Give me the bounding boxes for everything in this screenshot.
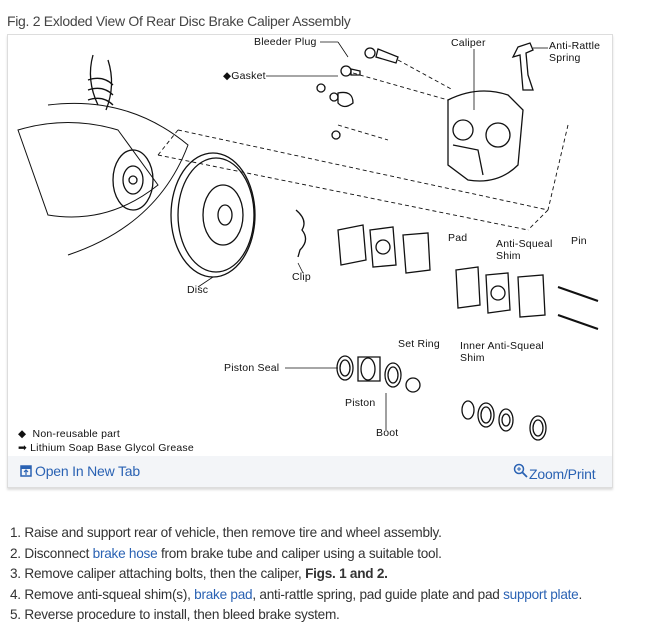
dashed-guides xyxy=(157,59,569,231)
label-anti-rattle-2: Spring xyxy=(549,52,581,64)
diamond-icon: ◆ xyxy=(18,428,27,440)
brake-hose-link[interactable]: brake hose xyxy=(92,545,158,561)
step-3: 3. Remove caliper attaching bolts, then … xyxy=(10,566,388,581)
step-2: 2. Disconnect brake hose from brake tube… xyxy=(10,545,442,561)
inner-pads xyxy=(455,266,546,318)
label-clip: Clip xyxy=(292,271,311,283)
arrow-icon: ➡ xyxy=(18,442,27,454)
piston-parts-center xyxy=(336,355,421,393)
label-inner-shim: Inner Anti-Squeal xyxy=(460,340,544,352)
disc-rotor xyxy=(170,152,256,288)
support-plate-link[interactable]: support plate xyxy=(503,586,579,602)
figure-caption: Fig. 2 Exloded View Of Rear Disc Brake C… xyxy=(7,13,351,29)
outer-pads xyxy=(337,224,431,274)
brake-exploded-diagram xyxy=(17,41,599,441)
figure-card: Bleeder Plug Caliper Anti-Rattle Spring … xyxy=(7,34,613,488)
step-4: 4. Remove anti-squeal shim(s), brake pad… xyxy=(10,586,583,602)
label-pin: Pin xyxy=(571,235,587,247)
label-set-ring: Set Ring xyxy=(398,338,440,350)
legend-non-reusable: ◆ Non-reusable part xyxy=(18,428,120,440)
brake-pad-link[interactable]: brake pad xyxy=(194,586,253,602)
label-inner-shim-2: Shim xyxy=(460,352,485,364)
procedure-steps: 1. Raise and support rear of vehicle, th… xyxy=(10,523,582,626)
open-in-new-tab-icon xyxy=(20,465,32,477)
open-in-new-tab-link[interactable]: Open In New Tab xyxy=(20,463,140,479)
label-piston: Piston xyxy=(345,397,376,409)
figs-reference: Figs. 1 and 2. xyxy=(305,566,388,581)
figure-footer: Open In New Tab Zoom/Print xyxy=(8,456,612,487)
label-disc: Disc xyxy=(187,284,209,296)
zoom-in-icon xyxy=(513,463,528,478)
label-anti-rattle: Anti-Rattle xyxy=(549,40,601,52)
zoom-print-link[interactable]: Zoom/Print xyxy=(513,463,596,482)
label-anti-squeal: Anti-Squeal xyxy=(496,238,553,250)
step-5: 5. Reverse procedure to install, then bl… xyxy=(10,607,340,622)
label-gasket: ◆Gasket xyxy=(223,70,266,82)
clip-part xyxy=(295,209,307,258)
step-1: 1. Raise and support rear of vehicle, th… xyxy=(10,525,442,540)
label-pad: Pad xyxy=(448,232,468,244)
anti-rattle-spring xyxy=(511,42,534,91)
legend-grease: ➡ Lithium Soap Base Glycol Grease xyxy=(18,442,194,454)
label-boot: Boot xyxy=(376,427,399,439)
label-caliper: Caliper xyxy=(451,37,486,49)
bleeder-parts xyxy=(316,47,399,140)
pins xyxy=(557,286,599,330)
hub-assembly xyxy=(17,54,189,256)
leader-lines xyxy=(266,41,548,430)
label-anti-squeal-2: Shim xyxy=(496,250,521,262)
label-bleeder-plug: Bleeder Plug xyxy=(254,36,317,48)
piston-parts-right xyxy=(461,400,547,441)
caliper-body xyxy=(447,90,524,182)
label-piston-seal: Piston Seal xyxy=(224,362,280,374)
